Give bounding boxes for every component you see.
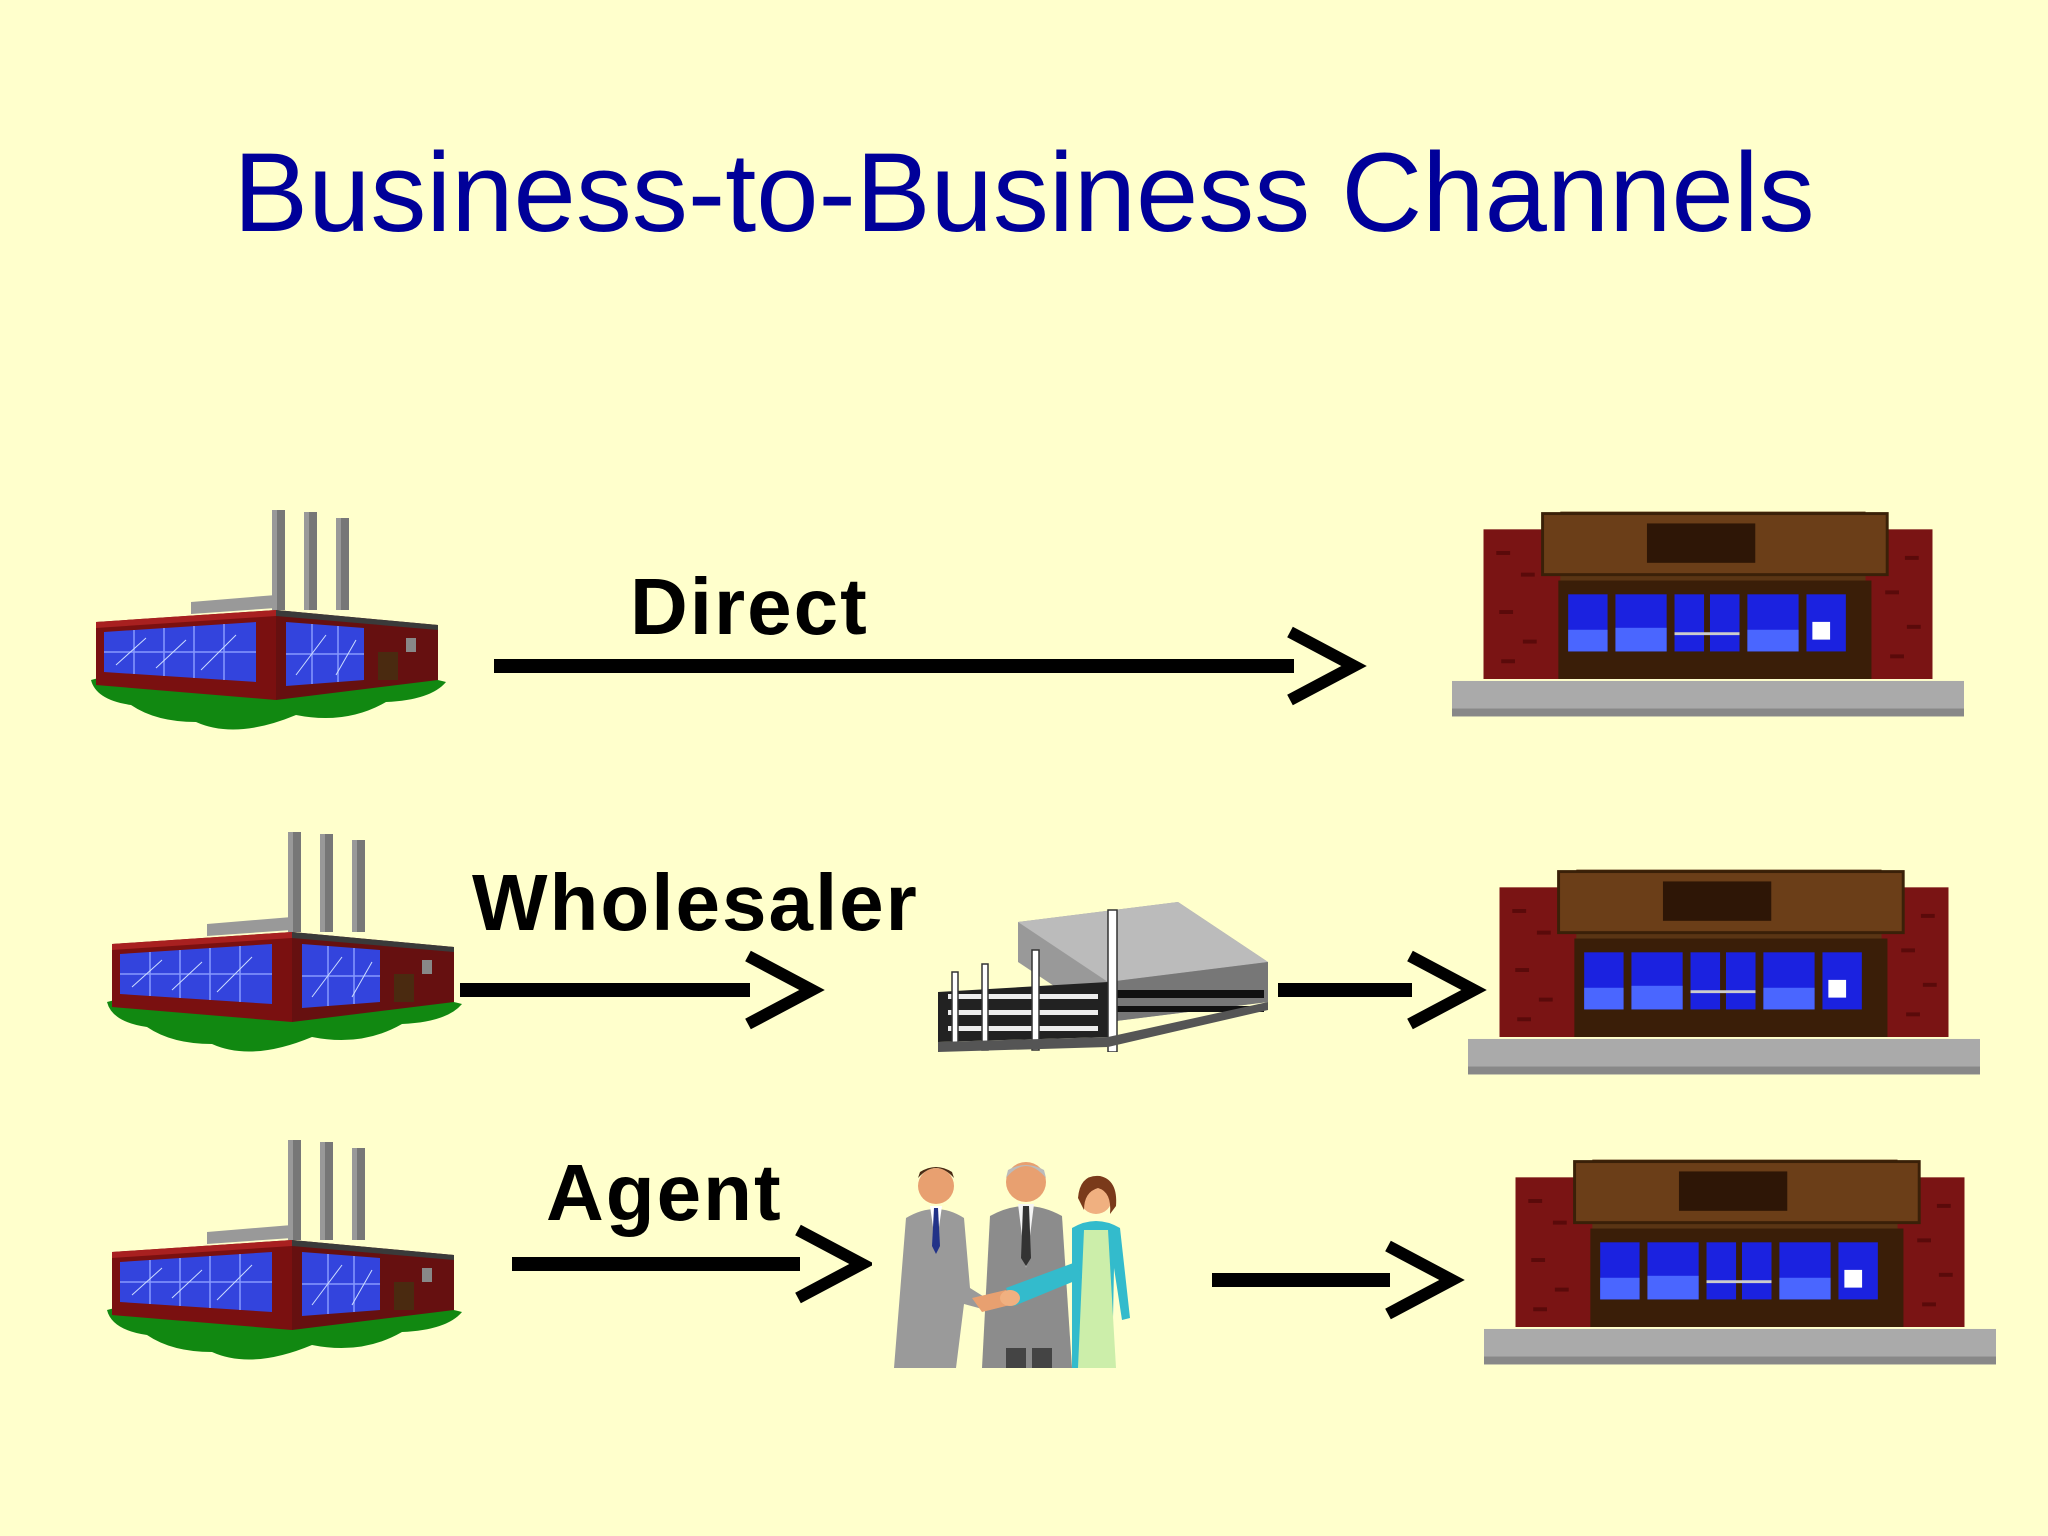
arrow-to-wholesaler	[460, 948, 830, 1032]
channel-label-agent: Agent	[546, 1148, 783, 1237]
slide-title: Business-to-Business Channels	[233, 130, 1815, 255]
factory-icon	[102, 1140, 462, 1370]
factory-icon	[102, 832, 462, 1062]
store-icon	[1452, 510, 1964, 720]
arrow-from-wholesaler	[1278, 948, 1492, 1032]
arrow-to-agent	[512, 1222, 872, 1306]
store-icon	[1484, 1158, 1996, 1368]
arrow-direct	[494, 622, 1368, 706]
arrow-from-agent	[1212, 1238, 1468, 1322]
handshake-people-icon	[886, 1158, 1156, 1368]
warehouse-building-icon	[938, 902, 1268, 1052]
channel-label-wholesaler: Wholesaler	[472, 858, 919, 947]
store-icon	[1468, 868, 1980, 1078]
factory-icon	[86, 510, 446, 740]
channel-label-direct: Direct	[630, 562, 869, 651]
